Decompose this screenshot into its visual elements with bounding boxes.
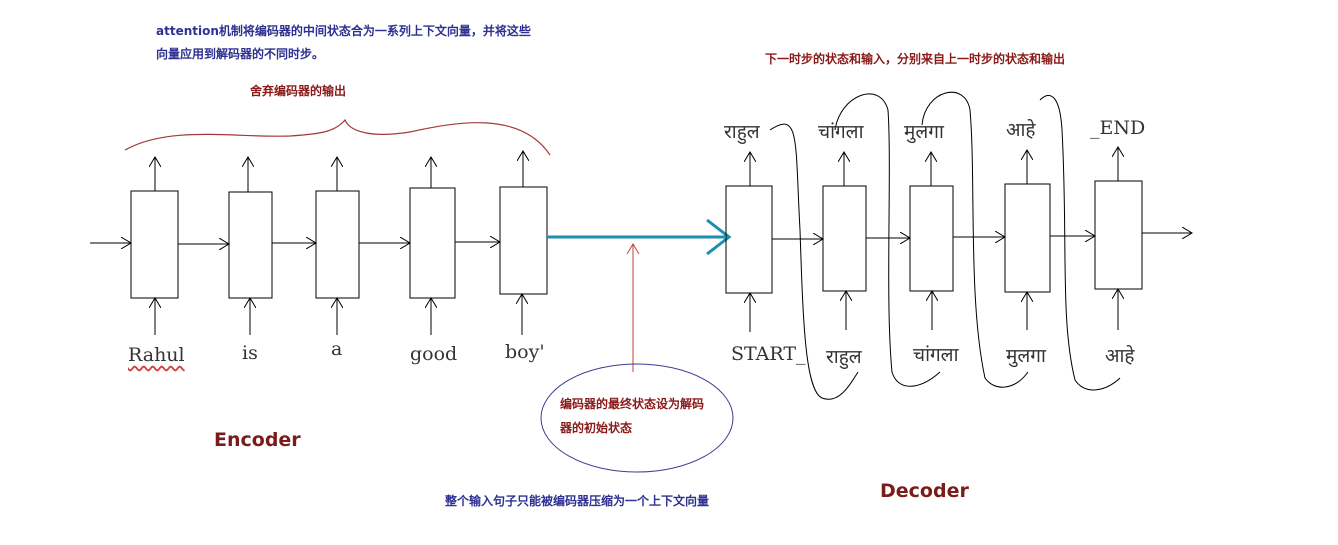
encoder-input-token: Rahul [128,344,185,366]
final-state-ellipse [540,363,734,473]
encoder-input-token: boy' [505,341,545,363]
decoder-io-note: 下一时步的状态和输入，分别来自上一时步的状态和输出 [765,52,1066,66]
attention-note-line2: 向量应用到解码器的不同时步。 [156,47,325,61]
bottleneck-note: 整个输入句子只能被编码器压缩为一个上下文向量 [445,494,710,508]
decoder-output-token: आहे [1006,119,1036,141]
encoder-title: Encoder [214,429,301,451]
encoder-cell-4 [409,187,456,299]
encoder-input-token: good [410,343,458,365]
decoder-input-arrows [750,289,1118,332]
attention-note-line1: attention机制将编码器的中间状态合为一系列上下文向量，并将这些 [156,24,531,38]
encoder-cell-2 [228,191,273,299]
decoder-state-arrows [772,233,1192,239]
decoder-output-token: मुलगा [904,121,944,143]
decoder-cell-2 [822,185,867,292]
final-state-note-line1: 编码器的最终状态设为解码 [560,397,705,411]
decoder-input-token: START_ [731,343,806,365]
decoder-input-token: राहुल [826,346,862,368]
decoder-cells [725,180,1143,294]
decoder-input-token: मुलगा [1006,345,1046,367]
encoder-output-arrows [155,151,523,192]
encoder-cell-5 [499,186,548,295]
context-pointer [626,243,640,372]
encoder-input-token: a [331,338,343,360]
decoder-output-token: राहुल [724,121,760,143]
encoder-cell-3 [315,190,360,299]
decoder-cell-3 [909,185,954,292]
context-vector-arrow [547,218,732,256]
decoder-input-token: आहे [1105,345,1135,367]
discard-output-note: 舍弃编码器的输出 [250,84,347,98]
encoder-state-arrows [90,242,500,244]
encoder-input-arrows [155,294,522,335]
decoder-cell-5 [1094,180,1143,290]
decoder-title: Decoder [880,480,969,502]
decoder-output-token: _END [1090,117,1146,139]
decoder-feedback-loops [769,91,1121,400]
encoder-cell-1 [130,190,179,299]
decoder-input-token: चांगला [913,344,959,366]
decoder-output-arrows [750,147,1118,186]
decoder-cell-1 [725,185,773,294]
encoder-output-brace [124,118,551,156]
decoder-cell-4 [1004,183,1051,293]
decoder-output-token: चांगला [818,121,864,143]
final-state-note-line2: 器的初始状态 [560,421,633,435]
encoder-input-token: is [242,342,258,364]
